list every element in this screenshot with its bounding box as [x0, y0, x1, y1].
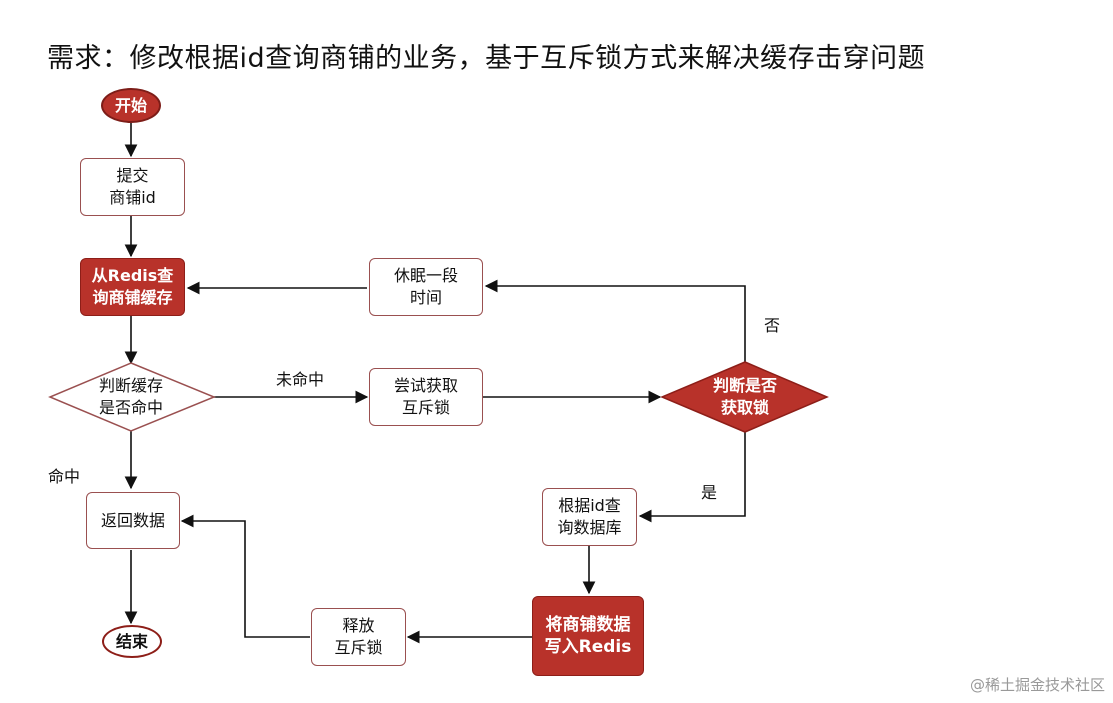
- query-redis-node: 从Redis查 询商铺缓存: [80, 258, 185, 316]
- write-redis-label: 将商铺数据 写入Redis: [544, 615, 632, 657]
- return-data-label: 返回数据: [100, 510, 165, 530]
- try-lock-node: 尝试获取 互斥锁: [369, 368, 483, 426]
- cache-hit-decision-label: 判断缓存 是否命中: [60, 369, 202, 425]
- watermark: @稀土掘金技术社区: [969, 676, 1105, 694]
- diamond-cache-hit: [48, 362, 216, 432]
- lock-decision-text: 判断是否 获取锁: [712, 376, 777, 417]
- diamond-lock-acquired: [660, 361, 829, 433]
- edge-yes-querydb: [638, 432, 746, 523]
- query-redis-label: 从Redis查 询商铺缓存: [91, 266, 174, 307]
- edge-label-no: 否: [764, 316, 781, 335]
- end-node: 结束: [102, 625, 162, 658]
- release-lock-label: 释放 互斥锁: [334, 616, 383, 657]
- edge-label-yes: 是: [701, 483, 718, 502]
- page-title: 需求：修改根据id查询商铺的业务，基于互斥锁方式来解决缓存击穿问题: [47, 43, 926, 74]
- query-db-node: 根据id查 询数据库: [542, 488, 637, 546]
- write-redis-node: 将商铺数据 写入Redis: [532, 596, 644, 676]
- release-lock-node: 释放 互斥锁: [311, 608, 406, 666]
- query-db-label: 根据id查 询数据库: [557, 496, 622, 537]
- submit-shop-id-node: 提交 商铺id: [80, 158, 185, 216]
- edge-no-sleep: [484, 279, 746, 362]
- edge-label-miss: 未命中: [276, 370, 325, 389]
- sleep-label: 休眠一段 时间: [393, 266, 458, 307]
- edge-release-return: [180, 514, 310, 638]
- edge-label-hit: 命中: [48, 467, 81, 486]
- try-lock-label: 尝试获取 互斥锁: [393, 376, 458, 417]
- start-node: 开始: [101, 88, 161, 123]
- sleep-node: 休眠一段 时间: [369, 258, 483, 316]
- return-data-node: 返回数据: [86, 492, 180, 549]
- lock-decision-label: 判断是否 获取锁: [680, 369, 810, 425]
- submit-shop-id-label: 提交 商铺id: [109, 166, 156, 207]
- cache-hit-text: 判断缓存 是否命中: [98, 376, 163, 417]
